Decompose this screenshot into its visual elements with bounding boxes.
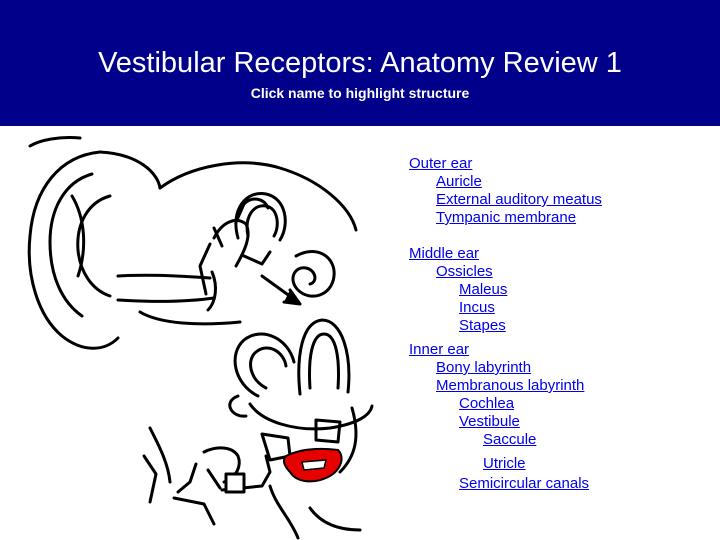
nav-link-vestibule[interactable]: Vestibule	[459, 413, 520, 430]
auricle-drawing	[27, 150, 162, 350]
temporal-bone-section-drawing	[142, 426, 362, 540]
cochlea-drawing	[291, 250, 336, 298]
nav-link-saccule[interactable]: Saccule	[483, 431, 537, 448]
eustachian-tube-arrow	[260, 274, 302, 306]
nav-link-auricle[interactable]: Auricle	[436, 173, 482, 190]
tympanic-membrane-drawing	[206, 270, 217, 312]
nav-link-maleus[interactable]: Maleus	[459, 281, 508, 298]
stapes-drawing	[176, 446, 272, 494]
nav-link-ossicles[interactable]: Ossicles	[436, 263, 493, 280]
structure-nav: Outer ear Auricle External auditory meat…	[382, 126, 720, 540]
nav-link-middle-ear[interactable]: Middle ear	[409, 245, 480, 262]
ear-drawing	[27, 136, 374, 540]
semicircular-canals-drawing	[228, 318, 351, 418]
ear-anatomy-illustration	[0, 126, 382, 540]
slide-header: Vestibular Receptors: Anatomy Review 1 C…	[0, 0, 720, 126]
ossicles-drawing	[198, 197, 272, 296]
highlighted-utricle	[282, 447, 343, 483]
nav-link-bony-labyrinth[interactable]: Bony labyrinth	[436, 359, 532, 376]
nav-link-cochlea[interactable]: Cochlea	[459, 395, 515, 412]
nav-link-inner-ear[interactable]: Inner ear	[409, 341, 470, 358]
nav-link-semicircular-canals[interactable]: Semicircular canals	[459, 475, 590, 492]
nav-link-external-auditory-meatus[interactable]: External auditory meatus	[436, 191, 602, 208]
nav-link-incus[interactable]: Incus	[459, 299, 495, 316]
nav-link-tympanic-membrane[interactable]: Tympanic membrane	[436, 209, 577, 226]
nav-link-outer-ear[interactable]: Outer ear	[409, 155, 473, 172]
page-subtitle: Click name to highlight structure	[250, 85, 470, 101]
nav-link-utricle[interactable]: Utricle	[483, 455, 526, 472]
nav-link-stapes[interactable]: Stapes	[459, 317, 506, 334]
page-title: Vestibular Receptors: Anatomy Review 1	[98, 47, 622, 79]
upper-semicircular-canals-drawing	[234, 192, 287, 242]
nav-link-membranous-labyrinth[interactable]: Membranous labyrinth	[436, 377, 585, 394]
